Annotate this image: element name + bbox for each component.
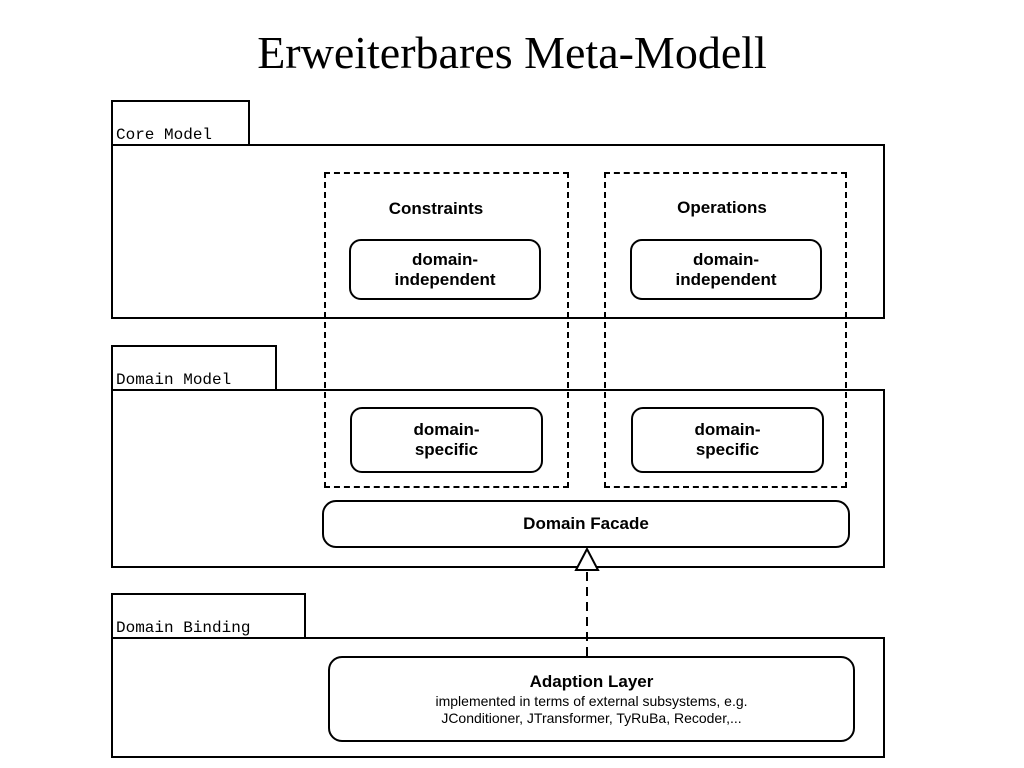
adaption-layer-box: Adaption Layer implemented in terms of e… [328, 656, 855, 742]
domain-facade-box: Domain Facade [322, 500, 850, 548]
adaption-layer-description: implemented in terms of external subsyst… [435, 693, 748, 726]
constraints-heading: Constraints [388, 199, 484, 218]
operations-domain-independent: domain- independent [630, 239, 822, 300]
constraints-domain-specific: domain- specific [350, 407, 543, 473]
core-model-label: Core Model [116, 126, 213, 144]
core-model-package [111, 144, 885, 319]
domain-model-package [111, 389, 885, 568]
domain-model-tab: Domain Model [111, 345, 277, 391]
operations-domain-specific: domain- specific [631, 407, 824, 473]
operations-group [604, 172, 847, 488]
adaption-layer-title: Adaption Layer [529, 672, 654, 691]
domain-binding-label: Domain Binding [116, 619, 251, 637]
core-model-tab: Core Model [111, 100, 250, 146]
page-title: Erweiterbares Meta-Modell [257, 27, 767, 78]
operations-heading: Operations [677, 198, 767, 217]
domain-binding-tab: Domain Binding [111, 593, 306, 639]
domain-model-label: Domain Model [116, 371, 232, 389]
constraints-group [324, 172, 569, 488]
constraints-domain-independent: domain- independent [349, 239, 541, 300]
domain-binding-package [111, 637, 885, 758]
